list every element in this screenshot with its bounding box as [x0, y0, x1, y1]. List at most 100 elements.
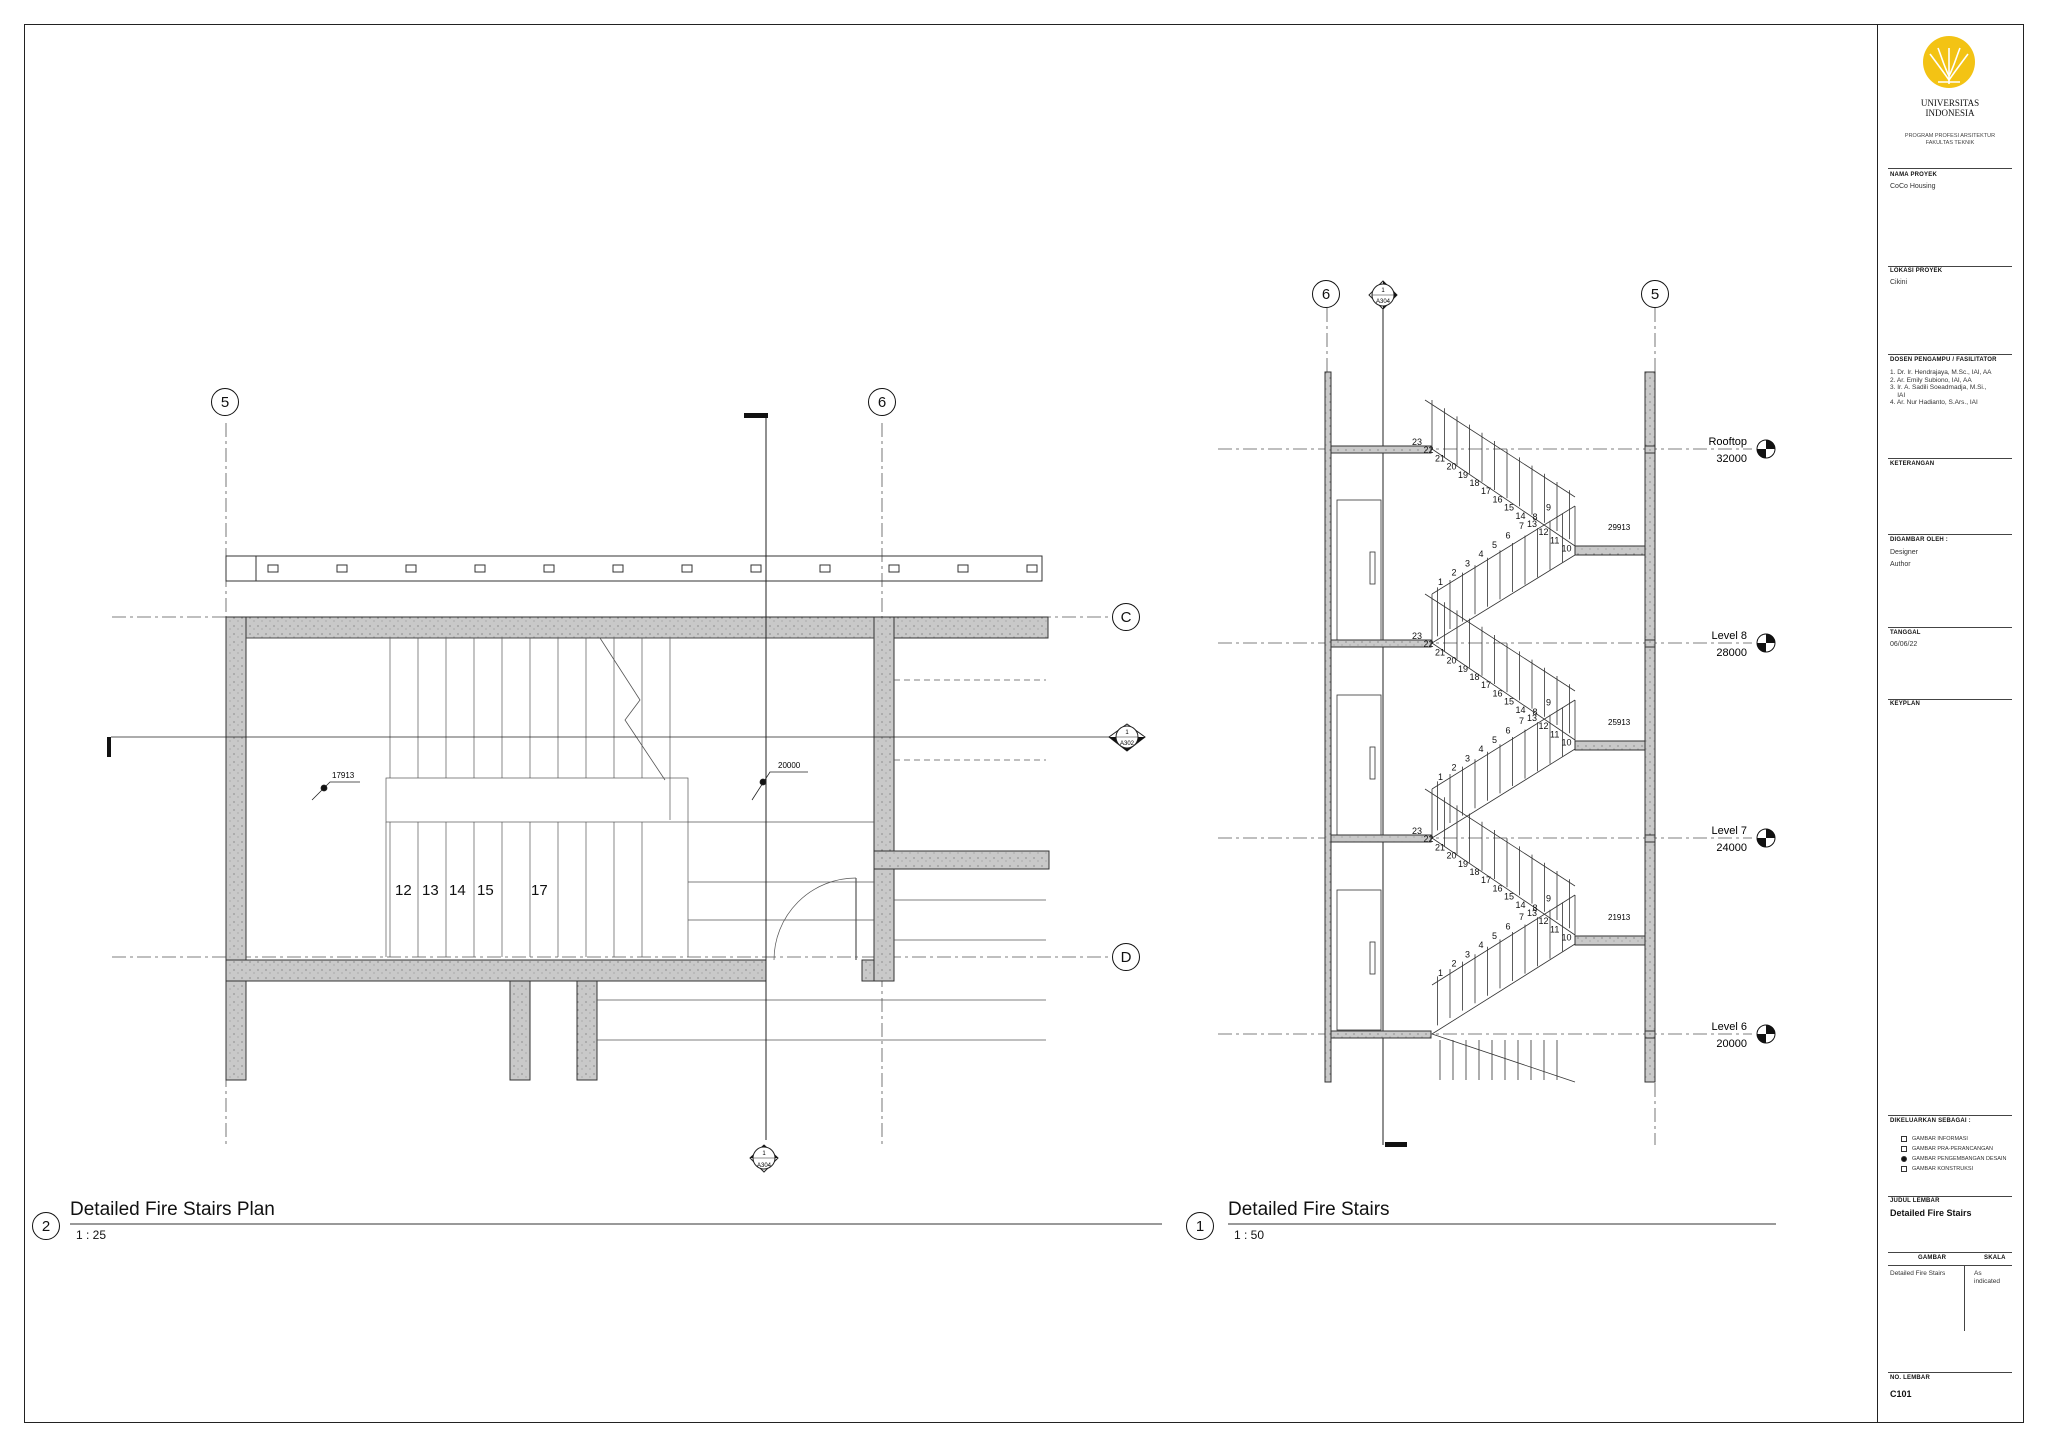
step-number: 21 [1435, 647, 1445, 657]
step-number: 20 [1447, 851, 1457, 861]
dosen-item: 1. Dr. Ir. Hendrajaya, M.Sc., IAI, AA [1890, 369, 1992, 376]
door-elevation [1336, 694, 1382, 836]
issue-option-label: GAMBAR KONSTRUKSI [1912, 1166, 1974, 1172]
step-number: 5 [1492, 735, 1497, 745]
grid-bubble-c: C [1112, 603, 1140, 631]
step-number: 14 [1516, 900, 1526, 910]
grid-bubble-5: 5 [1641, 280, 1669, 308]
step-number: 7 [1519, 716, 1524, 726]
checkbox-icon[interactable] [1901, 1166, 1907, 1172]
view-scale-section: 1 : 50 [1234, 1228, 1265, 1242]
stair-flight [1431, 642, 1576, 741]
section-stairs [1424, 399, 1576, 1083]
tanggal-label: TANGGAL [1890, 630, 1921, 636]
level-name: Level 6 [1712, 1021, 1747, 1033]
step-number: 17 [1481, 875, 1491, 885]
level-elev: 32000 [1716, 453, 1747, 465]
grid-bubble-6: 6 [868, 388, 896, 416]
marker-sheet: A304 [757, 1163, 772, 1169]
gutter-mark [543, 564, 555, 573]
gutter-mark [474, 564, 486, 573]
spot-elev-right: 20000 [778, 761, 801, 770]
keterangan-label: KETERANGAN [1890, 461, 1935, 467]
dosen-item: IAI [1890, 391, 1906, 399]
level-name: Level 8 [1712, 630, 1747, 642]
floor-slab [1330, 834, 1432, 843]
landing-elev: 29913 [1608, 523, 1631, 532]
plan-stairs [246, 637, 1046, 1041]
floor-slab [1330, 639, 1432, 648]
section-marker-right[interactable]: 1 A302 [1108, 723, 1146, 752]
gutter-mark [612, 564, 624, 573]
issue-options: GAMBAR INFORMASI GAMBAR PRA-PERANCANGAN … [1901, 1134, 2006, 1174]
step-number: 21 [1435, 453, 1445, 463]
issue-option[interactable]: GAMBAR PRA-PERANCANGAN [1901, 1144, 2006, 1154]
step-number: 17 [531, 882, 548, 899]
section-marker-top[interactable]: 1 A304 [1368, 280, 1398, 310]
step-number: 14 [449, 882, 466, 899]
step-number: 19 [1458, 470, 1468, 480]
tb-divider [1888, 1252, 2012, 1253]
step-number: 16 [1493, 494, 1503, 504]
tb-divider [1888, 1372, 2012, 1373]
checkbox-icon[interactable] [1901, 1146, 1907, 1152]
issue-option[interactable]: GAMBAR KONSTRUKSI [1901, 1164, 2006, 1174]
digambar-label: DIGAMBAR OLEH : [1890, 537, 1948, 543]
sheet-border [24, 24, 2024, 1423]
checkbox-icon[interactable] [1901, 1136, 1907, 1142]
level-head-icon [1756, 828, 1776, 848]
stair-flight [1431, 748, 1576, 839]
spot-elev-left-marker [320, 784, 328, 792]
floor-slab [1644, 834, 1656, 843]
stair-handrail [1424, 788, 1576, 887]
step-number: 23 [1412, 631, 1422, 641]
step-number: 8 [1533, 512, 1538, 522]
view-scale-plan: 1 : 25 [76, 1228, 107, 1242]
step-number: 21 [1435, 842, 1445, 852]
step-number: 16 [1493, 883, 1503, 893]
university-logo [1916, 32, 1982, 98]
spot-elev-right-marker [759, 778, 767, 786]
issue-option[interactable]: GAMBAR INFORMASI [1901, 1134, 2006, 1144]
door-vision-panel [1369, 941, 1376, 975]
level-head-icon [1756, 439, 1776, 459]
step-number: 10 [1562, 544, 1572, 554]
judul-label: JUDUL LEMBAR [1890, 1198, 1940, 1204]
step-number: 8 [1533, 903, 1538, 913]
step-number: 5 [1492, 931, 1497, 941]
issue-option[interactable]: GAMBAR PENGEMBANGAN DESAIN [1901, 1154, 2006, 1164]
skala-value-2: indicated [1974, 1278, 2001, 1285]
step-number: 23 [1412, 826, 1422, 836]
view-title-section[interactable]: Detailed Fire Stairs [1228, 1199, 1390, 1220]
stair-flight [1431, 1033, 1576, 1083]
stair-landing-rail [385, 777, 689, 823]
step-number: 11 [1550, 924, 1559, 934]
view-title-plan[interactable]: Detailed Fire Stairs Plan [70, 1199, 275, 1220]
wall-south-left [225, 959, 767, 982]
plan-section-cut [107, 413, 1110, 1140]
grid-bubble-6: 6 [1312, 280, 1340, 308]
step-number: 19 [1458, 664, 1468, 674]
step-number: 18 [1470, 867, 1480, 877]
step-number: 16 [1493, 688, 1503, 698]
step-number: 20 [1447, 656, 1457, 666]
section-walls [1324, 371, 1656, 1083]
program-line-2: FAKULTAS TEKNIK [1925, 140, 1975, 146]
section-gridlines [1218, 308, 1752, 1145]
level-elev: 24000 [1716, 842, 1747, 854]
step-number: 9 [1546, 894, 1551, 904]
step-number: 6 [1506, 726, 1511, 736]
step-number: 9 [1546, 698, 1551, 708]
tb-divider [1888, 1115, 2012, 1116]
section-marker-bottom[interactable]: 1 A304 [749, 1144, 779, 1173]
checkbox-icon[interactable] [1901, 1156, 1907, 1162]
spot-elev-right-leader [751, 771, 808, 801]
judul-value: Detailed Fire Stairs [1890, 1208, 1972, 1218]
issue-option-label: GAMBAR PRA-PERANCANGAN [1912, 1146, 1993, 1152]
dosen-item: 3. Ir. A. Sadili Soeadmadja, M.Si., [1890, 384, 1987, 391]
step-number: 4 [1479, 549, 1484, 559]
marker-sheet: A302 [1120, 741, 1135, 747]
step-number: 6 [1506, 922, 1511, 932]
step-number: 15 [1504, 892, 1514, 902]
skala-value-1: As [1974, 1270, 1982, 1277]
